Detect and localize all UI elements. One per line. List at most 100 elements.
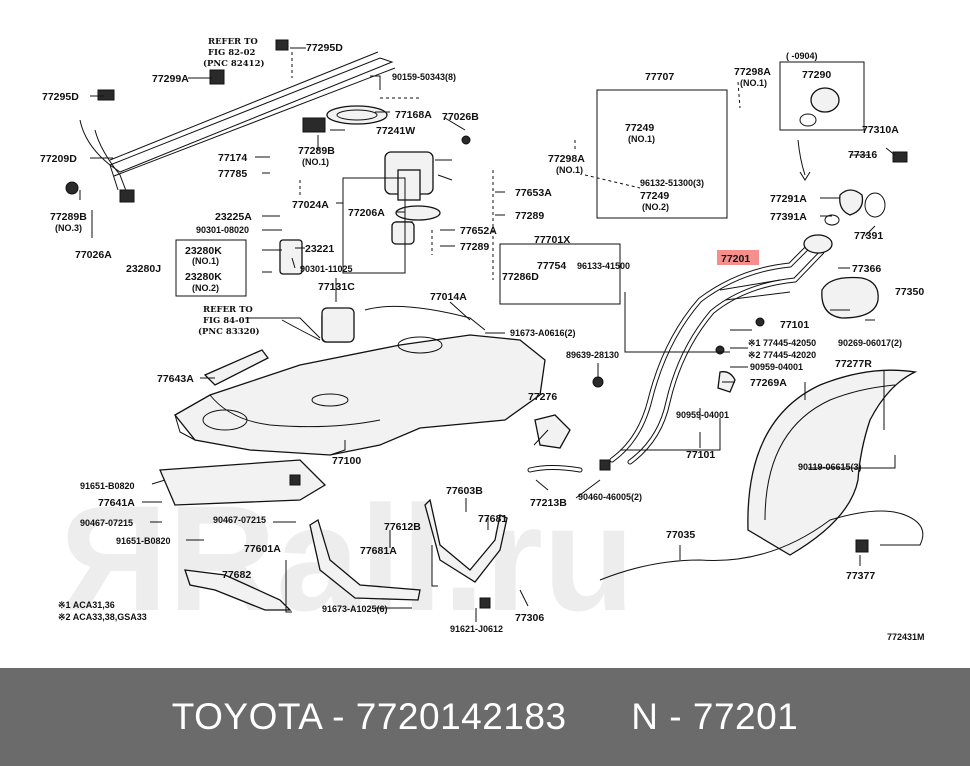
- label-77168a: 77168A: [395, 109, 432, 121]
- fuel-pipe-bundle-illustration: [65, 39, 420, 203]
- label-77603b: 77603B: [446, 485, 483, 497]
- label-77014a: 77014A: [430, 291, 467, 303]
- footer-article: 7720142183: [355, 696, 567, 737]
- label-90467-right: 90467-07215: [213, 515, 266, 525]
- label-77101-bot: 77101: [686, 449, 715, 461]
- label-77201: 77201: [721, 253, 750, 265]
- label-77701x: 77701X: [534, 234, 570, 246]
- label-90959-top: 90959-04001: [750, 362, 803, 372]
- label-77289b-no3: 77289B: [50, 211, 87, 223]
- label-23280k-2: 23280K: [185, 271, 222, 283]
- diagram-id: 772431M: [887, 632, 925, 642]
- label-77643a: 77643A: [157, 373, 194, 385]
- label-no3: (NO.3): [55, 223, 82, 233]
- label-77241w: 77241W: [376, 125, 415, 137]
- label-77754: 77754: [537, 260, 566, 272]
- opener-cable-illustration: [599, 510, 924, 581]
- label-77206a: 77206A: [348, 207, 385, 219]
- label-no2-b: (NO.2): [642, 202, 669, 212]
- label-77249-2: 77249: [640, 190, 669, 202]
- label-96132: 96132-51300(3): [640, 178, 704, 188]
- label-77707: 77707: [645, 71, 674, 83]
- label-77310a: 77310A: [862, 124, 899, 136]
- box-77701x: [499, 243, 621, 305]
- label-77174: 77174: [218, 152, 247, 164]
- label-77289b-no1: 77289B: [298, 145, 335, 157]
- tank-bands-illustration: [159, 459, 508, 611]
- box-77206a: [342, 177, 406, 274]
- label-77641a: 77641A: [98, 497, 135, 509]
- callout-labels: REFER TO FIG 82-02 (PNC 82412) 77295D 77…: [40, 37, 925, 642]
- label-77366: 77366: [852, 263, 881, 275]
- highlight-77201: [717, 250, 759, 265]
- label-no2-a: (NO.2): [192, 283, 219, 293]
- footer-part-number: 77201: [692, 696, 799, 737]
- label-77298a-mid: 77298A: [548, 153, 585, 165]
- refer-line-3: (PNC 82412): [203, 58, 265, 69]
- label-77213b: 77213B: [530, 497, 567, 509]
- fuel-pump-assembly-illustration: [326, 105, 471, 245]
- fuel-lid-parts-illustration: [779, 61, 908, 319]
- label-no1-b: (NO.1): [192, 256, 219, 266]
- label-23280j: 23280J: [126, 263, 161, 275]
- label-77681a: 77681A: [360, 545, 397, 557]
- label-90301-08020: 90301-08020: [196, 225, 249, 235]
- label-77652a: 77652A: [460, 225, 497, 237]
- label-77249-1: 77249: [625, 122, 654, 134]
- label-77295d-left: 77295D: [42, 91, 79, 103]
- label-77101-top: 77101: [780, 319, 809, 331]
- note-1: ※1 ACA31,36: [58, 600, 115, 610]
- label-77209d: 77209D: [40, 153, 77, 165]
- label-90301-11025: 90301-11025: [300, 264, 353, 274]
- label-77299a: 77299A: [152, 73, 189, 85]
- label-23280k-1: 23280K: [185, 245, 222, 257]
- label-77682: 77682: [222, 569, 251, 581]
- fuel-tank-exploded-diagram: ЯRall.ru: [40, 37, 925, 642]
- label-77276: 77276: [528, 391, 557, 403]
- label-77286d: 77286D: [502, 271, 539, 283]
- label-77295d-top: 77295D: [306, 42, 343, 54]
- label-0904: ( -0904): [786, 51, 818, 61]
- label-77026b: 77026B: [442, 111, 479, 123]
- footer-n-label: N: [631, 696, 659, 737]
- label-77653a: 77653A: [515, 187, 552, 199]
- footer-gap: [567, 696, 632, 737]
- label-91651-bot: 91651-B0820: [116, 536, 171, 546]
- label-89639: 89639-28130: [566, 350, 619, 360]
- refer-line-1: REFER TO: [208, 37, 258, 47]
- label-77269a: 77269A: [750, 377, 787, 389]
- box-23280j: [175, 239, 247, 297]
- label-91673-a1025: 91673-A1025(6): [322, 604, 388, 614]
- label-90467-left: 90467-07215: [80, 518, 133, 528]
- fender-liner-illustration: [747, 369, 918, 556]
- label-no1-d: (NO.1): [556, 165, 583, 175]
- note-2: ※2 ACA33,38,GSA33: [58, 612, 147, 622]
- label-77289-a: 77289: [515, 210, 544, 222]
- label-77026a: 77026A: [75, 249, 112, 261]
- box-77707: [596, 89, 728, 219]
- label-90119: 90119-06615(3): [798, 462, 862, 472]
- label-23221: 23221: [305, 243, 334, 255]
- label-77024a: 77024A: [292, 199, 329, 211]
- label-no1-e: (NO.1): [740, 78, 767, 88]
- label-77298a-top: 77298A: [734, 66, 771, 78]
- label-96133: 96133-41500: [577, 261, 630, 271]
- label-no1-a: (NO.1): [302, 157, 329, 167]
- footer-text: TOYOTA - 7720142183 N - 77201: [172, 696, 799, 738]
- label-77391: 77391: [854, 230, 883, 242]
- label-77601a: 77601A: [244, 543, 281, 555]
- footer-sep-2: -: [658, 696, 693, 737]
- label-77306: 77306: [515, 612, 544, 624]
- label-77289-b: 77289: [460, 241, 489, 253]
- label-77612b: 77612B: [384, 521, 421, 533]
- leader-lines: [79, 47, 896, 622]
- label-no1-c: (NO.1): [628, 134, 655, 144]
- refer84-line-3: (PNC 83320): [198, 326, 260, 337]
- label-90959-bot: 90959-04001: [676, 410, 729, 420]
- label-77100: 77100: [332, 455, 361, 467]
- label-91673-a0616: 91673-A0616(2): [510, 328, 576, 338]
- bracket-lines: [285, 545, 438, 613]
- label-77277r: 77277R: [835, 358, 872, 370]
- label-90159: 90159-50343(8): [392, 72, 456, 82]
